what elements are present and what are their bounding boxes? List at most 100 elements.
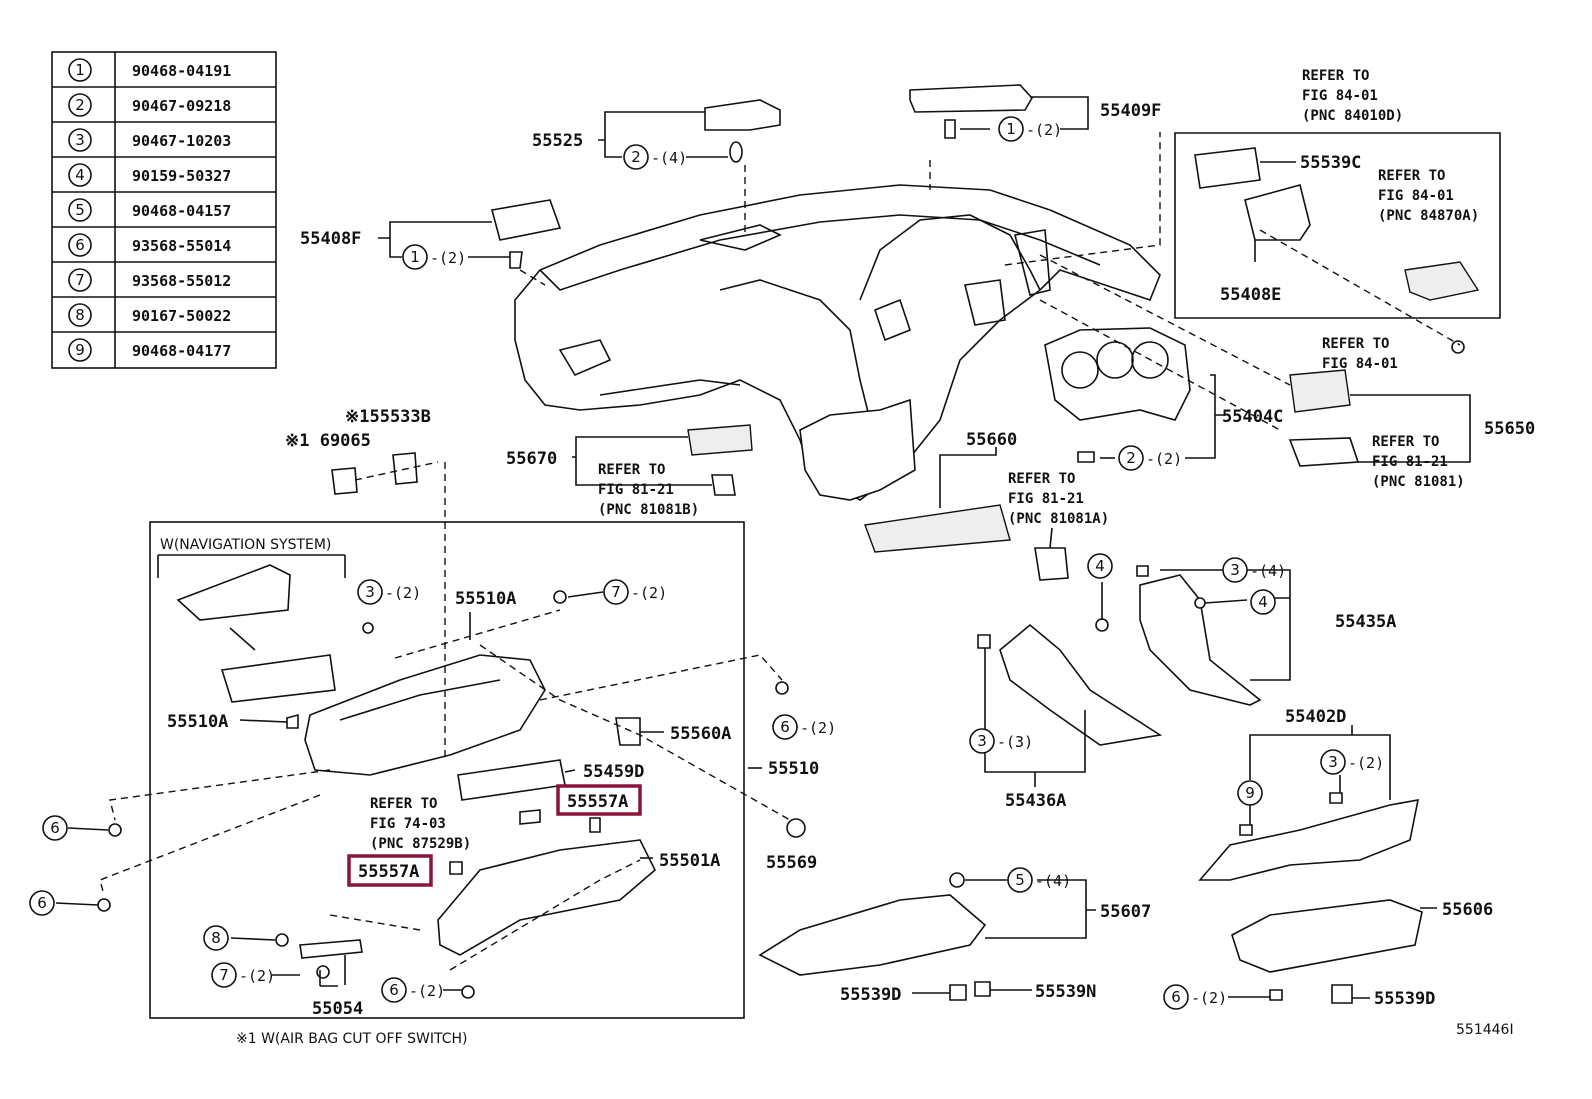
label-55650: 55650: [1484, 419, 1535, 439]
part-55408F-shape: [491, 199, 562, 269]
callout-number: 6: [1171, 988, 1181, 1006]
row-part-number: 90468-04191: [132, 62, 231, 80]
table-row: 1 90468-04191: [68, 58, 231, 82]
row-part-number: 90468-04177: [132, 342, 231, 360]
row-part-number: 90467-10203: [132, 132, 231, 150]
callout-c7a: 7 -(2): [603, 579, 667, 605]
callout-circle: [29, 890, 55, 916]
label-55501A: 55501A: [659, 851, 720, 871]
callout-quantity: -(4): [1250, 562, 1286, 580]
row-number-circle: [68, 198, 92, 222]
part-labels: 55525 55409F 55408F 55539C 55408E 55404C…: [167, 101, 1535, 1038]
row-number: 7: [75, 271, 85, 289]
row-number: 1: [75, 61, 85, 79]
airbag-note: ※1 W(AIR BAG CUT OFF SWITCH): [236, 1031, 467, 1047]
refer-line: REFER TO: [1378, 168, 1445, 184]
callout-number: 4: [1095, 557, 1105, 575]
callout-quantity: -(2): [409, 982, 445, 1000]
navigation-bracket-shape: [176, 564, 336, 703]
row-number: 9: [75, 341, 85, 359]
label-55557A-right: 55557A: [567, 792, 628, 812]
label-55404C: 55404C: [1222, 407, 1283, 427]
part-55569-shape: [786, 818, 806, 838]
dashed-lines: [99, 132, 1461, 971]
row-part-number: 90467-09218: [132, 97, 231, 115]
refer-line: REFER TO: [1008, 471, 1075, 487]
part-55525-shape: [704, 99, 781, 163]
label-55560A: 55560A: [670, 724, 731, 744]
label-55539N: 55539N: [1035, 982, 1096, 1002]
refer-line: FIG 74-03: [370, 816, 446, 832]
label-55660: 55660: [966, 430, 1017, 450]
part-55408E-shape: [1244, 184, 1311, 241]
label-55408E: 55408E: [1220, 285, 1281, 305]
label-55569: 55569: [766, 853, 817, 873]
row-number: 8: [75, 306, 85, 324]
callout-quantity: -(3): [997, 733, 1033, 751]
callout-quantity: -(2): [385, 584, 421, 602]
part-55510-shape: [286, 654, 546, 776]
callout-circle: [1163, 984, 1189, 1010]
callout-number: 6: [37, 894, 47, 912]
callout-number: 3: [365, 583, 375, 601]
callout-quantity: -(2): [631, 584, 667, 602]
row-number-circle: [68, 93, 92, 117]
callout-circle: [1007, 867, 1033, 893]
highlight-55557A-left: [347, 854, 433, 887]
callout-circle: [1087, 553, 1113, 579]
callout-c6c: 6: [29, 890, 55, 916]
refer-line: FIG 84-01: [1378, 188, 1454, 204]
label-55607: 55607: [1100, 902, 1151, 922]
refer-line: (PNC 84870A): [1378, 208, 1479, 224]
part-55607-shape: [758, 872, 991, 1001]
callout-c6a: 6-(2): [772, 714, 836, 740]
part-55660-shape: [864, 504, 1069, 581]
callout-number: 7: [611, 583, 621, 601]
callout-circle: [211, 962, 237, 988]
row-number-circle: [68, 58, 92, 82]
callout-circle: [623, 144, 649, 170]
row-number-circle: [68, 268, 92, 292]
part-55409F-shape: [909, 84, 1033, 139]
callout-circle: [969, 728, 995, 754]
callout-c3a: 3 -(2): [357, 579, 421, 605]
label-69065: ※1 69065: [285, 431, 371, 451]
callout-quantity: -(2): [1026, 121, 1062, 139]
callout-circle: [1250, 589, 1276, 615]
callout-circle: [203, 925, 229, 951]
callout-number: 3: [977, 732, 987, 750]
refer-line: REFER TO: [1372, 434, 1439, 450]
callout-c8: 8: [203, 925, 229, 951]
callout-c6e: 6-(2): [1163, 984, 1227, 1010]
label-55510A-left: 55510A: [167, 712, 228, 732]
glove-box-inset: [149, 521, 745, 1019]
refer-line: (PNC 81081A): [1008, 511, 1109, 527]
row-number-circle: [68, 303, 92, 327]
row-number-circle: [68, 338, 92, 362]
row-part-number: 90468-04157: [132, 202, 231, 220]
part-84870A-shape: [1404, 261, 1480, 301]
callout-number: 6: [780, 718, 790, 736]
part-55560A-shape: [615, 717, 641, 746]
label-55606: 55606: [1442, 900, 1493, 920]
label-55436A: 55436A: [1005, 791, 1066, 811]
refer-line: REFER TO: [1302, 68, 1369, 84]
label-55435A: 55435A: [1335, 612, 1396, 632]
callout-circle: [357, 579, 383, 605]
row-number: 4: [75, 166, 85, 184]
callout-circle: [772, 714, 798, 740]
callout-circle: [1222, 557, 1248, 583]
part-55404C-shape: [1044, 327, 1191, 463]
callout-number: 1: [1006, 120, 1016, 138]
callout-number: 2: [631, 148, 641, 166]
